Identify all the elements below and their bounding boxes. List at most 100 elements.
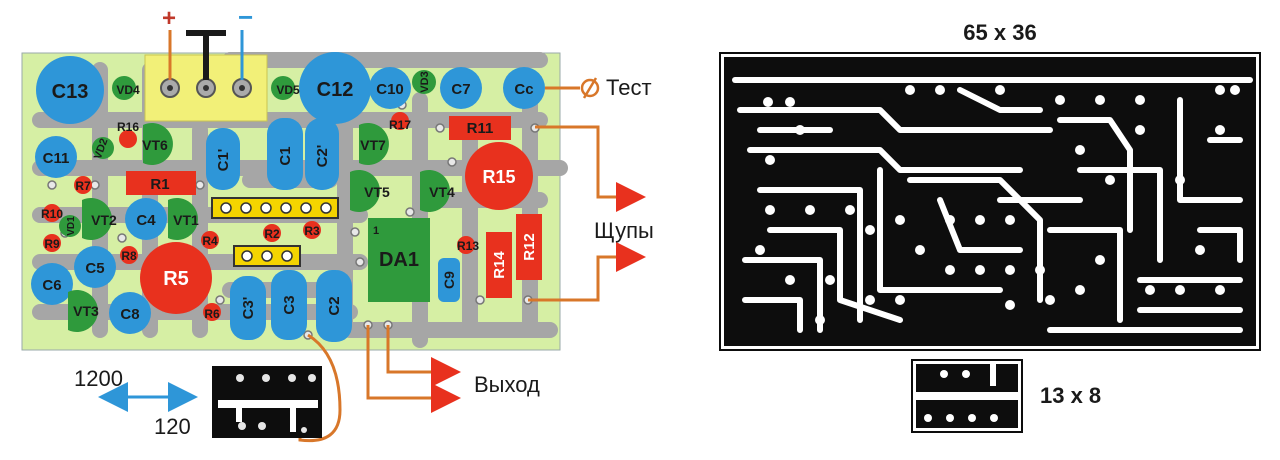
c6-body xyxy=(31,263,73,305)
connector-pins xyxy=(160,78,252,98)
label-c13: C13 xyxy=(52,81,89,103)
label-vt6: VT6 xyxy=(142,137,168,153)
c11-body xyxy=(35,136,77,178)
r13-body xyxy=(457,236,475,254)
capacitors xyxy=(31,52,545,342)
label-c3p: C3' xyxy=(240,297,257,320)
minus-label: − xyxy=(238,2,253,32)
c12-body xyxy=(299,52,371,124)
cc-body xyxy=(503,67,545,109)
label-c2: C2 xyxy=(326,296,343,315)
label-vt5: VT5 xyxy=(364,184,390,200)
c4-body xyxy=(125,198,167,240)
main-board-size: 65 x 36 xyxy=(963,20,1036,45)
vt6-body xyxy=(143,123,173,165)
label-r14: R14 xyxy=(491,251,508,279)
vt4-body xyxy=(420,170,450,212)
vt1-body xyxy=(168,198,198,240)
ground-symbol xyxy=(186,30,226,80)
test-terminal xyxy=(580,77,600,99)
r16-body xyxy=(119,130,137,148)
label-r9: R9 xyxy=(44,237,60,251)
vt2-body xyxy=(82,198,112,240)
r11-body xyxy=(449,116,511,140)
r9-body xyxy=(43,234,61,252)
component-labels: C13 VD4 VD5 C12 C10 VD3 C7 Cc R16 VD2 VT… xyxy=(41,71,538,323)
c5-body xyxy=(74,246,116,288)
r15-body xyxy=(465,142,533,210)
pcb-holes xyxy=(755,85,1240,325)
output-wire-2 xyxy=(386,325,461,387)
c7-body xyxy=(440,67,482,109)
c9-body xyxy=(438,258,460,302)
wires xyxy=(298,86,646,443)
r4-body xyxy=(201,231,219,249)
r14-body xyxy=(486,232,512,298)
component-layout-board: + − xyxy=(21,2,568,351)
vt3-body xyxy=(68,290,98,332)
c3p-body xyxy=(230,276,266,340)
label-c1: C1 xyxy=(277,146,294,165)
switch-board-left xyxy=(212,366,322,438)
pcb-copper-board xyxy=(719,52,1261,351)
c2p-body xyxy=(305,118,339,190)
label-r12: R12 xyxy=(521,233,538,261)
small-board-size: 13 x 8 xyxy=(1040,383,1101,408)
label-vd4: VD4 xyxy=(116,83,140,97)
label-r15: R15 xyxy=(482,167,515,187)
label-vt2: VT2 xyxy=(91,212,117,228)
range-label-120: 120 xyxy=(154,414,191,439)
label-c2p: C2' xyxy=(314,145,331,168)
plus-label: + xyxy=(162,5,176,32)
r17-body xyxy=(391,112,409,130)
range-label-1200: 1200 xyxy=(74,366,123,391)
label-r1: R1 xyxy=(150,176,169,193)
label-c12: C12 xyxy=(317,79,354,101)
probe-wire-1 xyxy=(535,125,646,212)
label-c4: C4 xyxy=(136,212,156,229)
label-vd5: VD5 xyxy=(276,83,300,97)
r7-body xyxy=(74,176,92,194)
test-label: Тест xyxy=(606,75,652,100)
label-r2: R2 xyxy=(264,227,280,241)
output-wire-1 xyxy=(366,325,461,413)
r2-body xyxy=(263,224,281,242)
r10-body xyxy=(43,204,61,222)
label-c9: C9 xyxy=(441,271,457,289)
label-r8: R8 xyxy=(121,249,137,263)
label-vt3: VT3 xyxy=(73,303,99,319)
label-c11: C11 xyxy=(43,150,70,167)
label-r3: R3 xyxy=(304,224,320,238)
label-r4: R4 xyxy=(202,234,218,248)
label-c7: C7 xyxy=(451,81,470,98)
label-vd1: VD1 xyxy=(66,216,77,236)
pcb-isolation-gaps xyxy=(732,77,1253,333)
r5-body xyxy=(140,242,212,314)
c10-body xyxy=(369,67,411,109)
label-c3: C3 xyxy=(281,295,298,314)
switch-board-right xyxy=(911,359,1023,433)
vd3-body xyxy=(412,70,436,94)
label-vt7: VT7 xyxy=(360,137,386,153)
probe-wire-2 xyxy=(528,242,646,302)
switch-wire xyxy=(298,333,342,443)
c8-body xyxy=(109,292,151,334)
vd4-body xyxy=(112,76,136,100)
c1p-body xyxy=(206,128,240,190)
label-r11: R11 xyxy=(467,120,494,137)
label-c5: C5 xyxy=(85,260,104,277)
label-r10: R10 xyxy=(41,207,63,221)
label-r7: R7 xyxy=(75,179,91,193)
r1-body xyxy=(126,171,196,195)
pin-header-bottom xyxy=(233,245,301,267)
label-r17: R17 xyxy=(389,118,411,132)
label-da1-pin: 1 xyxy=(373,225,379,237)
label-vt1: VT1 xyxy=(173,212,199,228)
label-r5: R5 xyxy=(163,268,189,290)
label-r13: R13 xyxy=(457,239,479,253)
c1-body xyxy=(267,118,303,190)
r12-body xyxy=(516,214,542,280)
label-da1: DA1 xyxy=(379,249,419,271)
label-r6: R6 xyxy=(204,307,220,321)
